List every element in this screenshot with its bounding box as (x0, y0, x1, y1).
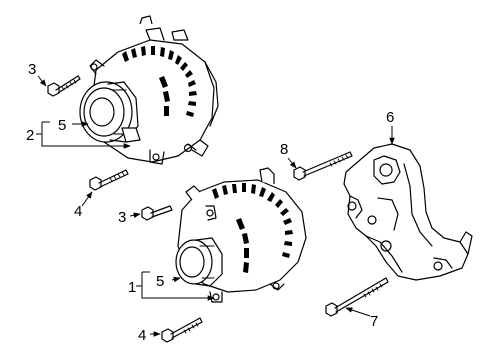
callout-7: 7 (370, 313, 378, 330)
callout-8: 8 (280, 141, 288, 158)
callout-1: 1 (128, 279, 136, 296)
mounting-bracket (343, 143, 473, 281)
alternator-upper-pulley (79, 81, 141, 143)
alternator-lower-cooling-fins (212, 183, 293, 273)
bolt-8 (293, 151, 353, 181)
callout-5-upper: 5 (58, 117, 66, 134)
alternator-lower-pulley (175, 237, 223, 287)
bolt-3-lower (141, 205, 173, 221)
callout-3-lower: 3 (118, 209, 126, 226)
alternator-lower (175, 167, 307, 303)
callout-4-upper: 4 (74, 203, 82, 220)
callout-labels: 3 2 5 4 3 1 5 4 8 6 7 (26, 61, 394, 344)
leader-lines (36, 75, 395, 337)
bolt-3-upper (47, 75, 81, 97)
callout-5-lower: 5 (156, 273, 164, 290)
callout-4-lower: 4 (138, 327, 146, 344)
bolt-4-lower (161, 317, 203, 343)
bolt-4-upper (89, 169, 129, 191)
alternator-upper-cooling-fins (122, 46, 197, 117)
alternator-upper (79, 15, 219, 165)
callout-3-upper: 3 (28, 61, 36, 78)
callout-2: 2 (26, 127, 34, 144)
bolt-7 (325, 277, 389, 317)
callout-6: 6 (386, 109, 394, 126)
